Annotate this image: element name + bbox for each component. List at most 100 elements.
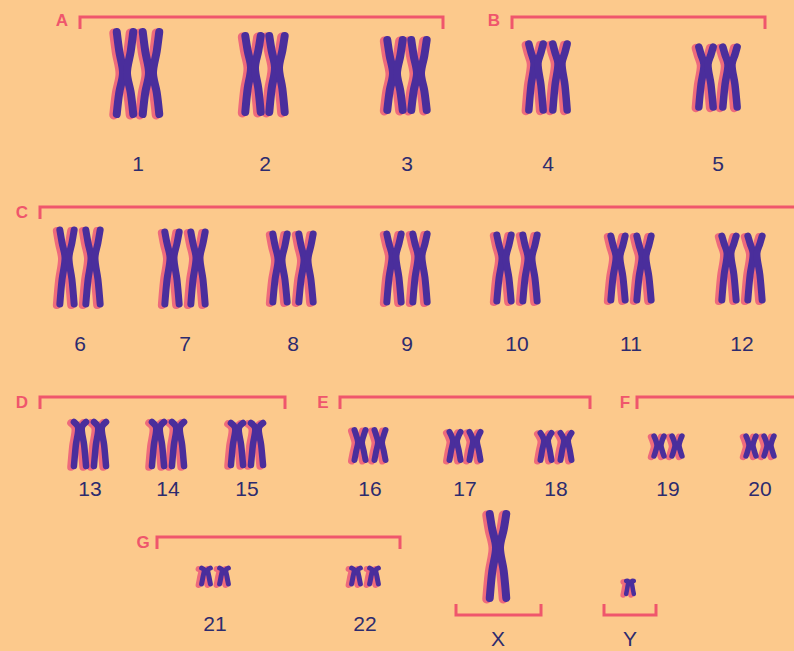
chromatid [532,235,537,301]
chromatid [376,568,379,584]
chromatid [226,568,229,584]
chromatid [497,235,502,301]
chromosome-number: 8 [287,333,299,354]
chromatid [538,44,543,110]
chromatid [490,514,496,598]
chromatid [355,430,359,460]
bracket [157,537,400,549]
chromatid [562,44,567,110]
bracket [456,604,541,615]
chromatid [477,432,481,460]
chromatid [548,433,552,460]
chromosome-number: 2 [259,153,271,174]
group-letter: A [56,12,68,29]
chromosome-number: 18 [544,478,567,499]
chromatid [375,430,379,460]
chromatid [411,40,417,110]
group-letter: D [16,394,28,411]
chromatid [382,430,386,460]
chromosome-number: 19 [656,478,679,499]
bracket [40,397,285,409]
chromatid [746,436,749,456]
chromatid [506,235,511,301]
chromatid [231,423,235,465]
group-letter: E [317,394,328,411]
chromatid [259,423,263,465]
chromosome-number: X [491,628,505,649]
chromatid [753,436,756,456]
chromatid [358,568,361,584]
chromosomes [57,32,774,599]
chromatid [541,433,545,460]
chromosome-number: 6 [74,333,86,354]
chromatid [620,236,625,300]
chromatid [699,47,704,107]
chromatid [86,230,91,304]
chromatid [722,236,727,300]
chromatid [457,432,461,460]
group-letter: G [136,534,149,551]
chromatid [153,32,159,114]
chromosome-number: 17 [453,478,476,499]
chromatid [94,422,98,466]
chromatid [208,568,211,584]
chromatid [708,47,713,107]
chromatid [202,568,205,584]
chromatid [102,422,106,466]
chromatid [764,436,767,456]
chromatid [422,234,427,302]
chromatid [74,422,78,466]
chromosome-number: 4 [542,153,554,174]
chromosome-number: 1 [132,153,144,174]
chromosome-number: 9 [401,333,413,354]
chromatid [362,430,366,460]
chromatid [529,44,534,110]
chromosome-number: 15 [235,478,258,499]
chromatid [143,32,149,114]
chromosome-number: Y [623,628,637,649]
chromatid [561,433,565,460]
bracket [80,17,443,29]
chromatid [523,235,528,301]
chromatid [413,234,418,302]
bracket [604,604,656,615]
chromatid [450,432,454,460]
chromosome-number: 3 [401,153,413,174]
chromatid [646,236,651,300]
chromosome-number: 16 [358,478,381,499]
group-letter: F [620,394,630,411]
chromosome-number: 10 [505,333,528,354]
chromatid [352,568,355,584]
chromatid [632,581,634,594]
chromatid [637,236,642,300]
chromatid [672,436,675,456]
group-letter: B [488,12,500,29]
chromatid [370,568,373,584]
chromatid [255,36,261,112]
chromatid [396,234,401,302]
chromatid [757,236,762,300]
chromatid [299,234,304,302]
chromosome-number: 20 [748,478,771,499]
chromatid [771,436,774,456]
chromatid [397,40,403,110]
chromosome-number: 11 [620,333,642,354]
group-letter: C [16,204,28,221]
chromosome-number: 14 [156,478,179,499]
chromosome-number: 12 [730,333,753,354]
chromatid [239,423,243,465]
chromatid [470,432,474,460]
chromatid [282,234,287,302]
chromosome-number: 22 [353,613,376,634]
chromatid [95,230,100,304]
chromatid [553,44,558,110]
chromatid [152,422,156,466]
chromatid [127,32,133,114]
chromatid [626,581,628,594]
chromatid [82,422,86,466]
chromatid [160,422,164,466]
chromatid [279,36,285,112]
chromatid [731,236,736,300]
